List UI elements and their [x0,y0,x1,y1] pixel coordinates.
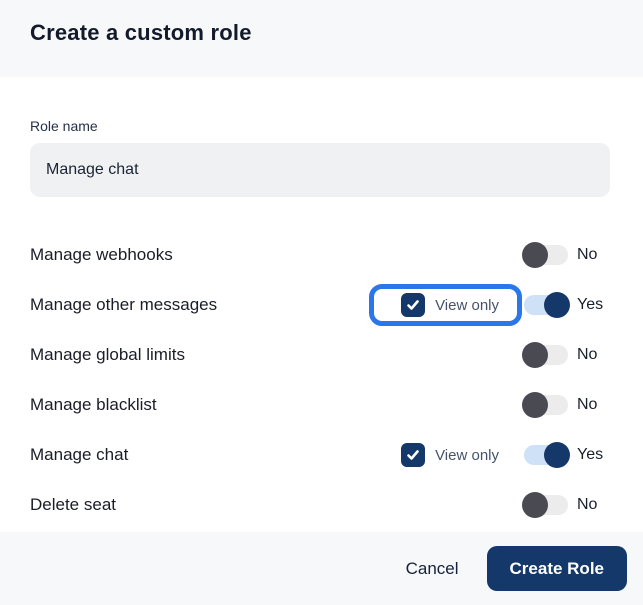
cancel-button[interactable]: Cancel [386,549,479,589]
permission-label: Delete seat [30,495,116,514]
view-only-checkbox-checked[interactable] [401,293,426,317]
permission-label: Manage chat [30,445,129,464]
toggle-off[interactable] [522,242,568,268]
view-only-option[interactable]: View only [369,434,522,476]
permission-row: Manage webhooks No [30,230,613,280]
toggle-state-label: No [577,346,598,363]
dialog-header: Create a custom role [0,0,643,77]
toggle-state-label: Yes [577,296,604,313]
toggle-off[interactable] [522,492,568,518]
toggle-off[interactable] [522,342,568,368]
toggle-knob [522,242,548,268]
check-icon [406,298,420,312]
toggle-state-label: No [577,246,598,263]
toggle-knob [522,342,548,368]
check-icon [406,448,420,462]
toggle-state-label: No [577,396,598,413]
dialog-footer: Cancel Create Role [0,532,643,605]
toggle-off[interactable] [522,392,568,418]
view-only-option-highlighted[interactable]: View only [369,284,522,326]
role-name-label: Role name [30,118,98,134]
permission-row: Manage chat View only Yes [30,430,613,480]
view-only-label: View only [435,446,499,464]
permission-label: Manage blacklist [30,395,157,414]
toggle-knob [544,442,570,468]
permission-row: Manage other messages View only Yes [30,280,613,330]
permission-row: Delete seat No [30,480,613,530]
toggle-knob [544,292,570,318]
permission-label: Manage other messages [30,295,218,314]
permission-row: Manage blacklist No [30,380,613,430]
permission-label: Manage global limits [30,345,185,364]
toggle-on[interactable] [524,442,570,468]
view-only-checkbox-checked[interactable] [401,443,426,467]
role-name-input[interactable] [30,143,610,197]
permission-label: Manage webhooks [30,245,173,264]
create-role-button[interactable]: Create Role [486,546,627,591]
toggle-knob [522,492,548,518]
toggle-on[interactable] [524,292,570,318]
toggle-knob [522,392,548,418]
toggle-state-label: Yes [577,446,604,463]
dialog-title: Create a custom role [30,19,252,45]
permission-row: Manage global limits No [30,330,613,380]
toggle-state-label: No [577,496,598,513]
view-only-label: View only [435,296,499,314]
